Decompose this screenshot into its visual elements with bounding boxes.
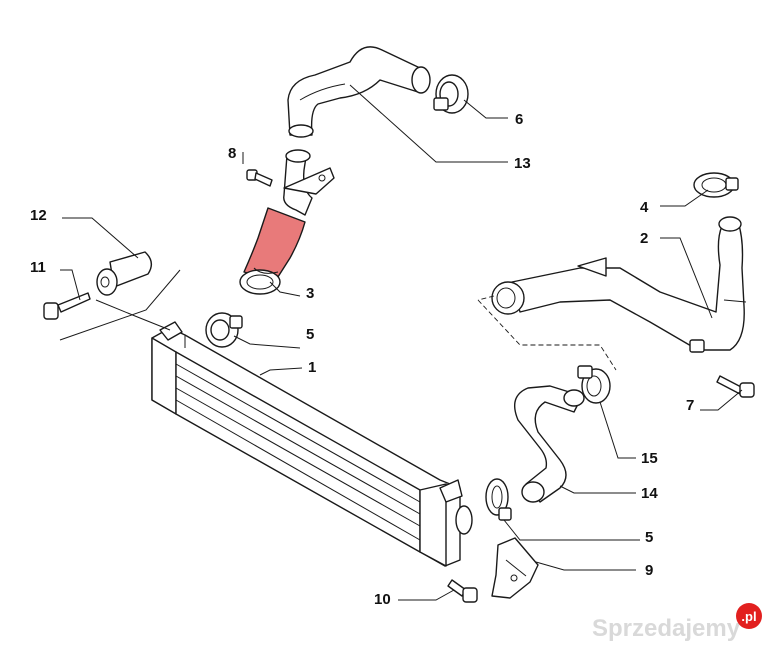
callout-13: 13 [514,155,531,172]
elbow-connector [283,149,335,216]
part-12-bushing [96,251,153,296]
part-11-bolt [43,292,91,320]
callout-6: 6 [515,111,523,128]
watermark-text: Sprzedajemy [592,615,741,642]
part-15-clamp [577,365,611,404]
part-5-lower-clamp [485,478,512,521]
callout-5-lower: 5 [645,529,653,546]
part-6-clamp [433,74,469,114]
callout-8: 8 [228,145,236,162]
part-7-bolt [716,375,755,398]
callout-3: 3 [306,285,314,302]
part-4-clamp [693,172,739,198]
callout-14: 14 [641,485,658,502]
callout-7: 7 [686,397,694,414]
dashed-guide-lines [477,295,617,371]
watermark: Sprzedajemy .pl [592,603,762,642]
callout-1: 1 [308,359,316,376]
part-9-bracket [491,537,539,599]
part-10-bolt [447,579,478,603]
part-13-upper-hose [287,46,431,138]
part-1-intercooler [151,321,473,567]
part-14-lower-hose [514,385,585,503]
leader-lines [59,84,743,601]
callout-15: 15 [641,450,658,467]
callout-9: 9 [645,562,653,579]
callout-2: 2 [640,230,648,247]
callout-11: 11 [30,259,46,276]
callout-10: 10 [374,591,391,608]
callout-labels: 1 2 3 4 5 5 6 7 8 9 10 11 12 13 14 15 [30,111,694,608]
callout-5-upper: 5 [306,326,314,343]
watermark-badge [736,603,762,629]
part-2-pipe [491,216,747,353]
callout-4: 4 [640,199,649,216]
part-8-bolt [246,169,273,187]
callout-12: 12 [30,207,47,224]
part-5-upper-clamp [205,312,243,348]
part-3-hose-highlighted [239,207,306,295]
watermark-badge-text: .pl [741,609,756,624]
